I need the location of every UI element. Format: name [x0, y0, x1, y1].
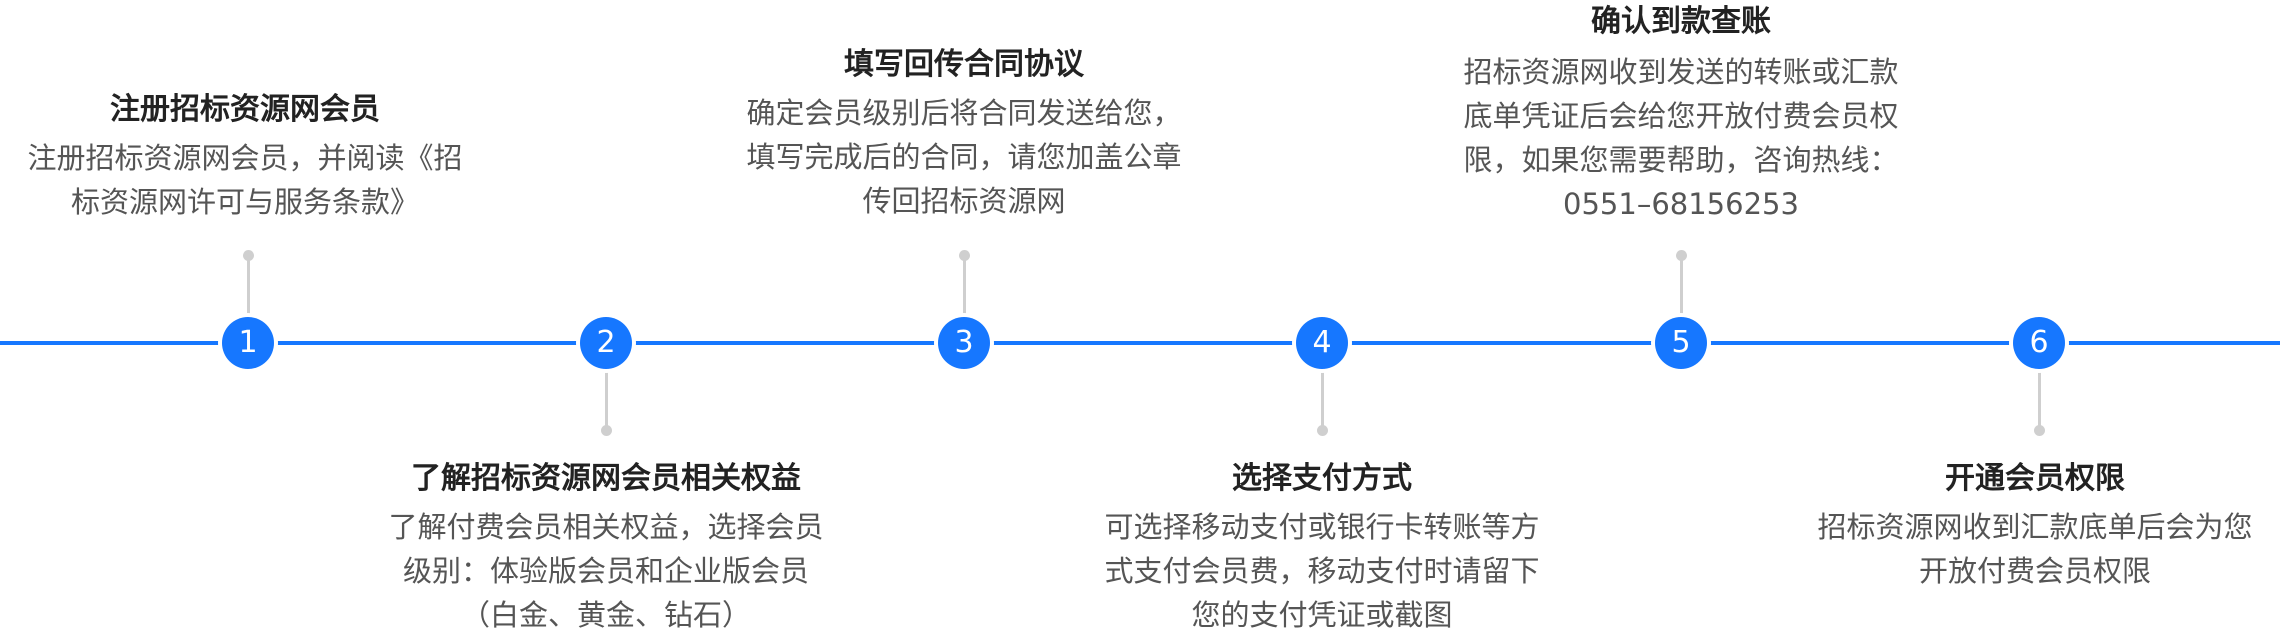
step-4-desc-line: 可选择移动支付或银行卡转账等方 [1104, 510, 1540, 544]
step-2-desc-line: 级别：体验版会员和企业版会员 [402, 554, 809, 588]
step-5-title: 确认到款查账 [1591, 4, 1771, 39]
step-4-desc-line: 式支付会员费，移动支付时请留下 [1104, 554, 1540, 588]
step-1-text: 注册招标资源网会员 注册招标资源网会员，并阅读《招 标资源网许可与服务条款》 [0, 88, 495, 224]
step-4-desc-line: 您的支付凭证或截图 [1191, 598, 1453, 632]
step-3-description: 确定会员级别后将合同发送给您， 填写完成后的合同，请您加盖公章 传回招标资源网 [714, 91, 1214, 223]
step-5-text: 确认到款查账 招标资源网收到发送的转账或汇款 底单凭证后会给您开放付费会员权 限… [1431, 0, 1931, 226]
step-6-desc-line: 招标资源网收到汇款底单后会为您 [1817, 510, 2253, 544]
step-4-connector [1321, 345, 1324, 430]
step-6-description: 招标资源网收到汇款底单后会为您 开放付费会员权限 [1790, 505, 2280, 593]
step-5-marker: 5 [1655, 317, 1707, 369]
step-3-text: 填写回传合同协议 确定会员级别后将合同发送给您， 填写完成后的合同，请您加盖公章… [714, 43, 1214, 223]
step-5-desc-line: 底单凭证后会给您开放付费会员权 [1463, 99, 1899, 133]
step-2-desc-line: （白金、黄金、钻石） [460, 598, 751, 632]
step-2-description: 了解付费会员相关权益，选择会员 级别：体验版会员和企业版会员 （白金、黄金、钻石… [356, 505, 856, 637]
step-5-connector-dot [1676, 250, 1687, 261]
step-4-connector-dot [1317, 425, 1328, 436]
step-3-title: 填写回传合同协议 [844, 47, 1084, 82]
step-3-desc-line: 填写完成后的合同，请您加盖公章 [746, 140, 1182, 174]
step-2-marker: 2 [580, 317, 632, 369]
step-3-connector-dot [959, 250, 970, 261]
step-4-marker: 4 [1296, 317, 1348, 369]
timeline-line [0, 341, 2280, 345]
step-4-text: 选择支付方式 可选择移动支付或银行卡转账等方 式支付会员费，移动支付时请留下 您… [1072, 457, 1572, 637]
step-5-desc-line: 0551–68156253 [1563, 187, 1799, 221]
step-3-desc-line: 确定会员级别后将合同发送给您， [746, 96, 1182, 130]
step-4-title: 选择支付方式 [1232, 461, 1412, 496]
step-6-desc-line: 开放付费会员权限 [1918, 554, 2151, 588]
step-5-description: 招标资源网收到发送的转账或汇款 底单凭证后会给您开放付费会员权 限，如果您需要帮… [1431, 50, 1931, 226]
step-1-title: 注册招标资源网会员 [110, 92, 380, 127]
step-6-connector-dot [2034, 425, 2045, 436]
step-3-desc-line: 传回招标资源网 [862, 184, 1066, 218]
step-3-connector [963, 256, 966, 341]
step-6-title: 开通会员权限 [1945, 461, 2125, 496]
step-1-desc-line: 标资源网许可与服务条款》 [70, 185, 419, 219]
step-2-desc-line: 了解付费会员相关权益，选择会员 [388, 510, 824, 544]
step-1-description: 注册招标资源网会员，并阅读《招 标资源网许可与服务条款》 [0, 136, 495, 224]
step-4-description: 可选择移动支付或银行卡转账等方 式支付会员费，移动支付时请留下 您的支付凭证或截… [1072, 505, 1572, 637]
step-5-desc-line: 限，如果您需要帮助，咨询热线： [1463, 143, 1899, 177]
step-1-connector-dot [243, 250, 254, 261]
step-6-connector [2038, 345, 2041, 430]
step-3-marker: 3 [938, 317, 990, 369]
step-2-connector [605, 345, 608, 430]
step-2-title: 了解招标资源网会员相关权益 [411, 461, 801, 496]
step-6-text: 开通会员权限 招标资源网收到汇款底单后会为您 开放付费会员权限 [1790, 457, 2280, 593]
step-2-text: 了解招标资源网会员相关权益 了解付费会员相关权益，选择会员 级别：体验版会员和企… [356, 457, 856, 637]
step-1-desc-line: 注册招标资源网会员，并阅读《招 [27, 141, 463, 175]
step-6-marker: 6 [2013, 317, 2065, 369]
step-5-connector [1680, 256, 1683, 341]
step-1-connector [247, 256, 250, 341]
step-1-marker: 1 [222, 317, 274, 369]
step-2-connector-dot [601, 425, 612, 436]
step-5-desc-line: 招标资源网收到发送的转账或汇款 [1463, 55, 1899, 89]
